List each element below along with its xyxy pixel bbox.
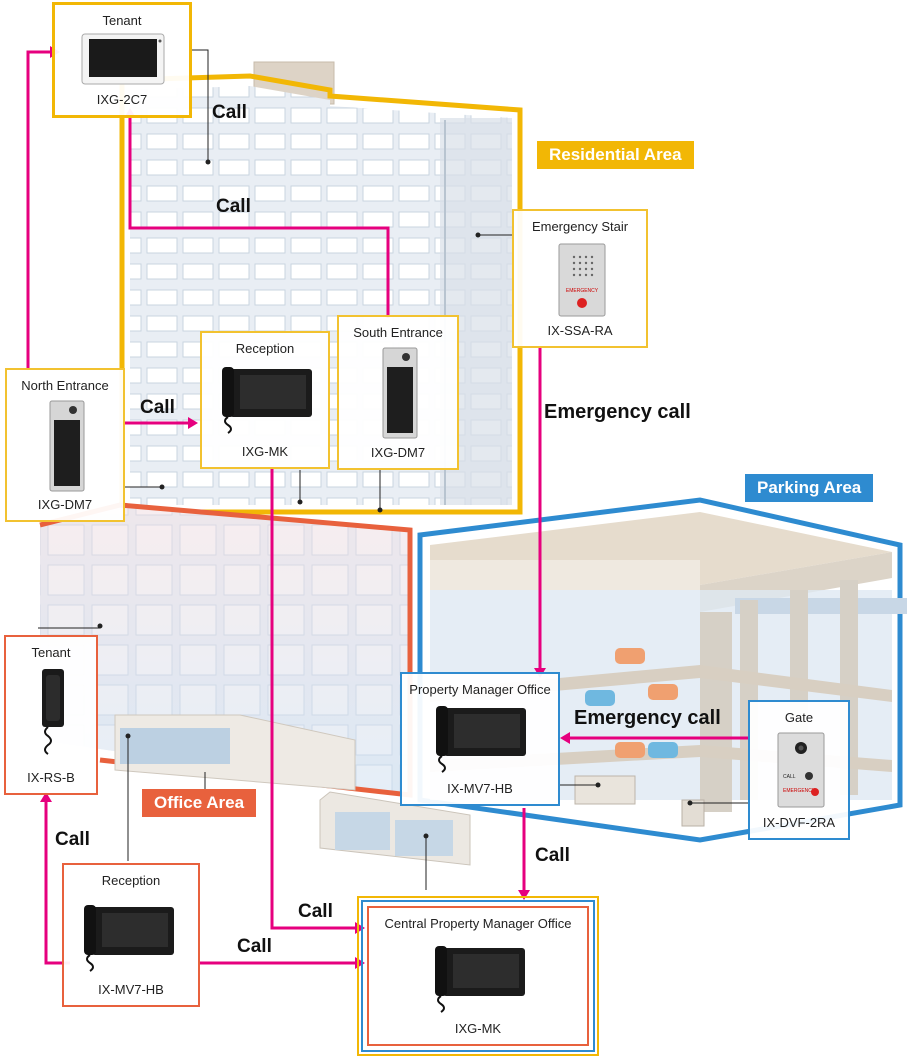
parking-area-tag: Parking Area [745, 474, 874, 502]
call-label: Call [535, 845, 570, 866]
station-title: Central Property Manager Office [384, 916, 572, 931]
station-model: IX-DVF-2RA [762, 815, 836, 830]
door-station-icon[interactable] [49, 400, 85, 492]
reception-office-station-box: Reception IX-MV7-HB [62, 863, 200, 1007]
office-building [39, 502, 413, 798]
emergency-button-text: EMERGENCY [566, 288, 599, 294]
emergency-station-icon[interactable]: EMERGENCY [558, 243, 606, 317]
station-title: Reception [235, 341, 295, 356]
call-label: Call [216, 196, 251, 217]
station-model: IXG-2C7 [96, 92, 148, 107]
master-station-icon[interactable] [433, 940, 527, 1016]
north-entrance-station-box: North Entrance IXG-DM7 [5, 368, 125, 522]
south-entrance-station-box: South Entrance IXG-DM7 [337, 315, 459, 470]
station-title: Property Manager Office [409, 682, 551, 697]
central-pm-office-box: Central Property Manager Office IXG-MK [367, 906, 589, 1046]
master-station-icon[interactable] [434, 700, 528, 776]
central-office-building [319, 791, 471, 866]
call-label: Call [140, 397, 175, 418]
master-station-icon[interactable] [82, 899, 176, 975]
station-title: South Entrance [353, 325, 443, 340]
emergency-stair-station-box: Emergency Stair EMERGENCY IX-SSA-RA [512, 209, 648, 348]
call-routes [26, 50, 748, 965]
station-model: IXG-DM7 [37, 497, 93, 512]
gate-emergency-text: EMERGENCY [783, 788, 816, 794]
video-monitor-icon[interactable] [81, 33, 165, 85]
reception-station-box: Reception IXG-MK [200, 331, 330, 469]
call-label: Call [55, 829, 90, 850]
station-model: IXG-MK [454, 1021, 502, 1036]
gate-call-text: CALL [783, 774, 796, 780]
station-title: Tenant [31, 645, 71, 660]
tenant-office-station-box: Tenant IX-RS-B [4, 635, 98, 795]
gate-station-box: Gate CALL EMERGENCY IX-DVF-2RA [748, 700, 850, 840]
station-model: IX-MV7-HB [447, 781, 513, 796]
emergency-call-label: Emergency call [544, 401, 691, 423]
door-station-icon[interactable] [382, 347, 418, 439]
property-manager-office-box: Property Manager Office IX-MV7-HB [400, 672, 560, 806]
office-area-tag: Office Area [142, 789, 257, 817]
station-model: IX-SSA-RA [547, 323, 613, 338]
station-title: North Entrance [21, 378, 109, 393]
call-label: Call [212, 102, 247, 123]
video-door-station-icon[interactable]: CALL EMERGENCY [777, 732, 825, 808]
station-title: Tenant [102, 13, 142, 28]
station-model: IXG-DM7 [370, 445, 426, 460]
central-pm-office-frame [357, 896, 599, 1056]
station-title: Gate [784, 710, 814, 725]
station-model: IX-MV7-HB [98, 982, 164, 997]
residential-area-tag: Residential Area [537, 141, 694, 169]
station-title: Reception [101, 873, 161, 888]
station-title: Emergency Stair [531, 219, 629, 234]
handset-station-icon[interactable] [36, 667, 70, 763]
call-label: Call [298, 901, 333, 922]
tenant-station-box: Tenant IXG-2C7 [52, 2, 192, 118]
station-model: IX-RS-B [27, 770, 75, 785]
emergency-call-label: Emergency call [574, 707, 721, 729]
master-station-icon[interactable] [220, 361, 314, 437]
call-label: Call [237, 936, 272, 957]
station-model: IXG-MK [241, 444, 289, 459]
